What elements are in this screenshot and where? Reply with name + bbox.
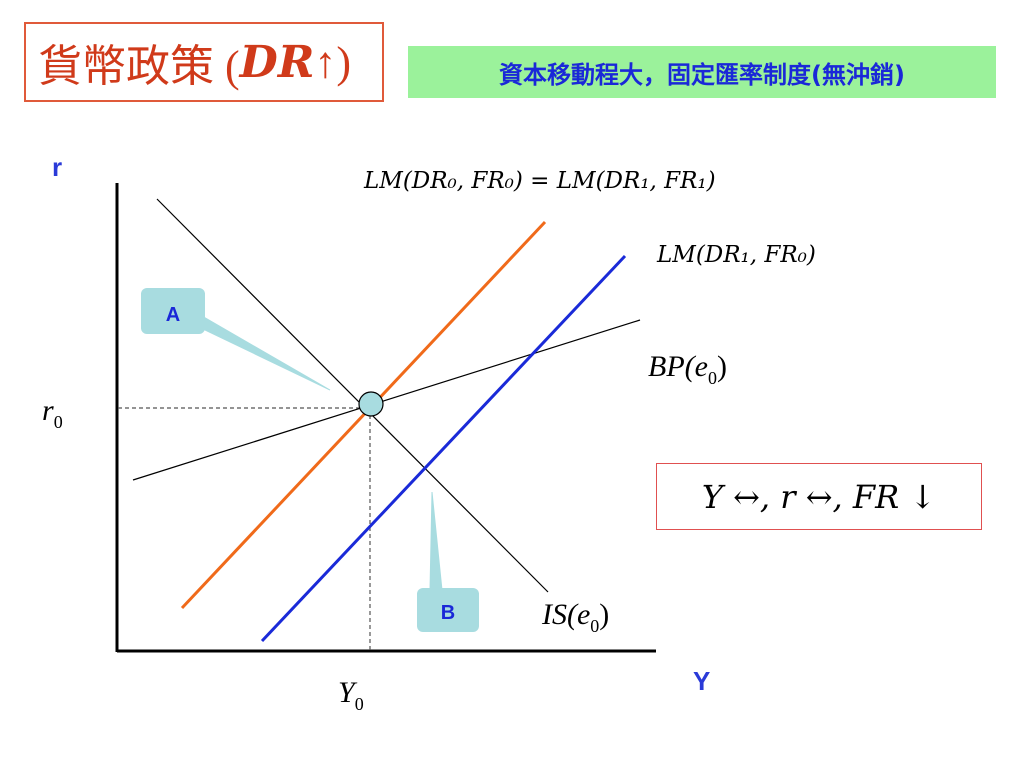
bp-label: BP(e0) — [648, 350, 727, 388]
lm-shifted-label: LM(DR₁, FR₀) — [656, 242, 816, 268]
y0-label: Y0 — [338, 676, 364, 714]
result-summary: Y ↔, r ↔, FR ↓ — [656, 463, 982, 530]
y-axis-label: r — [52, 152, 62, 182]
callout-b-box — [417, 588, 479, 632]
title-up-arrow: ↑ — [314, 37, 337, 87]
equilibrium-point — [358, 391, 384, 417]
x-axis-label: Y — [693, 666, 710, 696]
r0-label: r0 — [42, 394, 63, 432]
is-label: IS(e0) — [541, 598, 609, 636]
callout-a-label: A — [166, 304, 180, 326]
title-policy-variable: DR — [239, 36, 315, 88]
is-curve — [156, 198, 549, 593]
callout-b-pointer — [429, 491, 443, 591]
lm-curve-shifted — [260, 254, 627, 643]
callout-a-pointer — [193, 310, 331, 391]
policy-title: 貨幣政策 (DR ↑) — [24, 22, 384, 102]
title-suffix: ) — [336, 37, 352, 87]
lm-equal-label: LM(DR₀, FR₀) = LM(DR₁, FR₁) — [363, 168, 716, 194]
bp-curve — [132, 319, 641, 481]
callout-b-label: B — [441, 602, 455, 624]
title-prefix: 貨幣政策 ( — [38, 42, 240, 91]
callout-a-box — [141, 288, 205, 334]
regime-subtitle: 資本移動程大，固定匯率制度(無沖銷) — [408, 46, 996, 98]
lm-curve-original — [180, 220, 547, 610]
